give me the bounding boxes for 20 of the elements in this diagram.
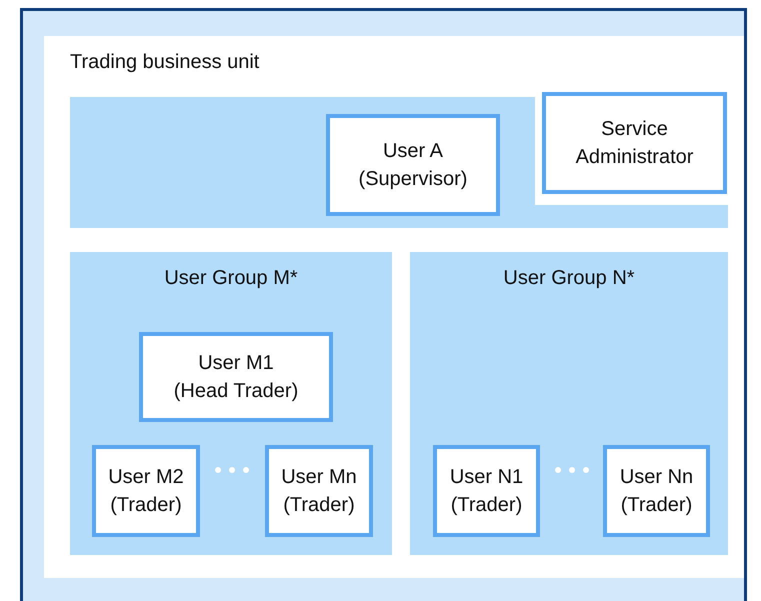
group-title: User Group N* <box>502 266 636 291</box>
user-box <box>603 445 710 537</box>
user-label: User M1 (Head Trader) <box>172 351 300 404</box>
user-label: User M2 (Trader) <box>107 465 185 518</box>
group-panel <box>70 97 535 228</box>
group-title: User Group M* <box>163 266 299 291</box>
user-box <box>265 445 373 537</box>
user-box <box>139 332 333 422</box>
unit-panel <box>44 36 744 578</box>
user-label: User Mn (Trader) <box>280 465 358 518</box>
user-box <box>92 445 200 537</box>
group-panel <box>70 252 392 555</box>
user-label: User N1 (Trader) <box>448 465 524 518</box>
user-box <box>433 445 540 537</box>
user-box <box>326 114 500 216</box>
user-label: User Nn (Trader) <box>618 465 694 518</box>
group-title: Trading business unit <box>70 50 260 75</box>
group-panel <box>410 252 728 555</box>
user-label: Service Administrator <box>574 117 694 170</box>
user-label: User A (Supervisor) <box>358 139 468 192</box>
